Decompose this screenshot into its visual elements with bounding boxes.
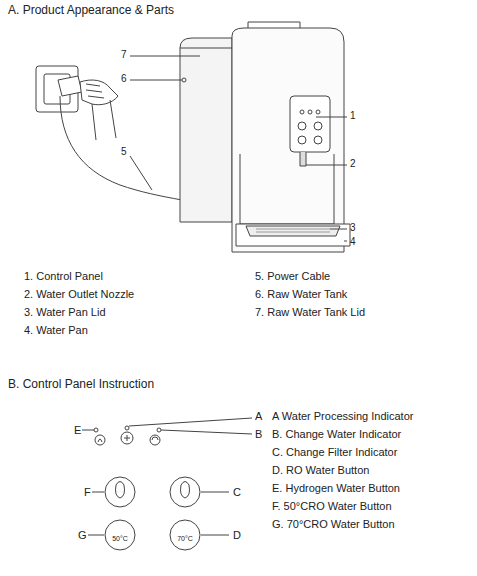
part-label: A Water Processing Indicator — [272, 410, 413, 422]
part-label: D. RO Water Button — [272, 464, 369, 476]
part-label: 3. Water Pan Lid — [24, 306, 106, 318]
part-label: 7. Raw Water Tank Lid — [255, 306, 365, 318]
callout-letter: A — [255, 410, 262, 422]
callout-number: 3 — [350, 222, 356, 233]
callout-letter: G — [78, 529, 87, 541]
part-label: E. Hydrogen Water Button — [272, 482, 400, 494]
part-label: 2. Water Outlet Nozzle — [24, 288, 134, 300]
button-text: 50°C — [112, 535, 128, 543]
section-heading: A. Product Appearance & Parts — [8, 4, 174, 17]
part-label: C. Change Filter Indicator — [272, 446, 397, 458]
button-text: 70°C — [177, 535, 193, 543]
callout-number: 6 — [121, 73, 127, 84]
part-label: 6. Raw Water Tank — [255, 288, 347, 300]
part-label: 1. Control Panel — [24, 270, 103, 282]
part-label: 5. Power Cable — [255, 270, 330, 282]
callout-number: 4 — [350, 236, 356, 247]
callout-letter: F — [84, 486, 91, 498]
callout-letter: E — [74, 424, 81, 436]
callout-letter: B — [255, 428, 262, 440]
callout-number: 5 — [121, 146, 127, 157]
part-label: B. Change Water Indicator — [272, 428, 401, 440]
callout-number: 1 — [350, 110, 356, 121]
callout-number: 7 — [121, 49, 127, 60]
section-heading: B. Control Panel Instruction — [8, 378, 154, 391]
part-label: 4. Water Pan — [24, 324, 88, 336]
callout-letter: D — [233, 529, 241, 541]
callout-letter: C — [233, 486, 241, 498]
part-label: F. 50°CRO Water Button — [272, 500, 392, 512]
callout-number: 2 — [350, 158, 356, 169]
part-label: G. 70°CRO Water Button — [272, 518, 395, 530]
